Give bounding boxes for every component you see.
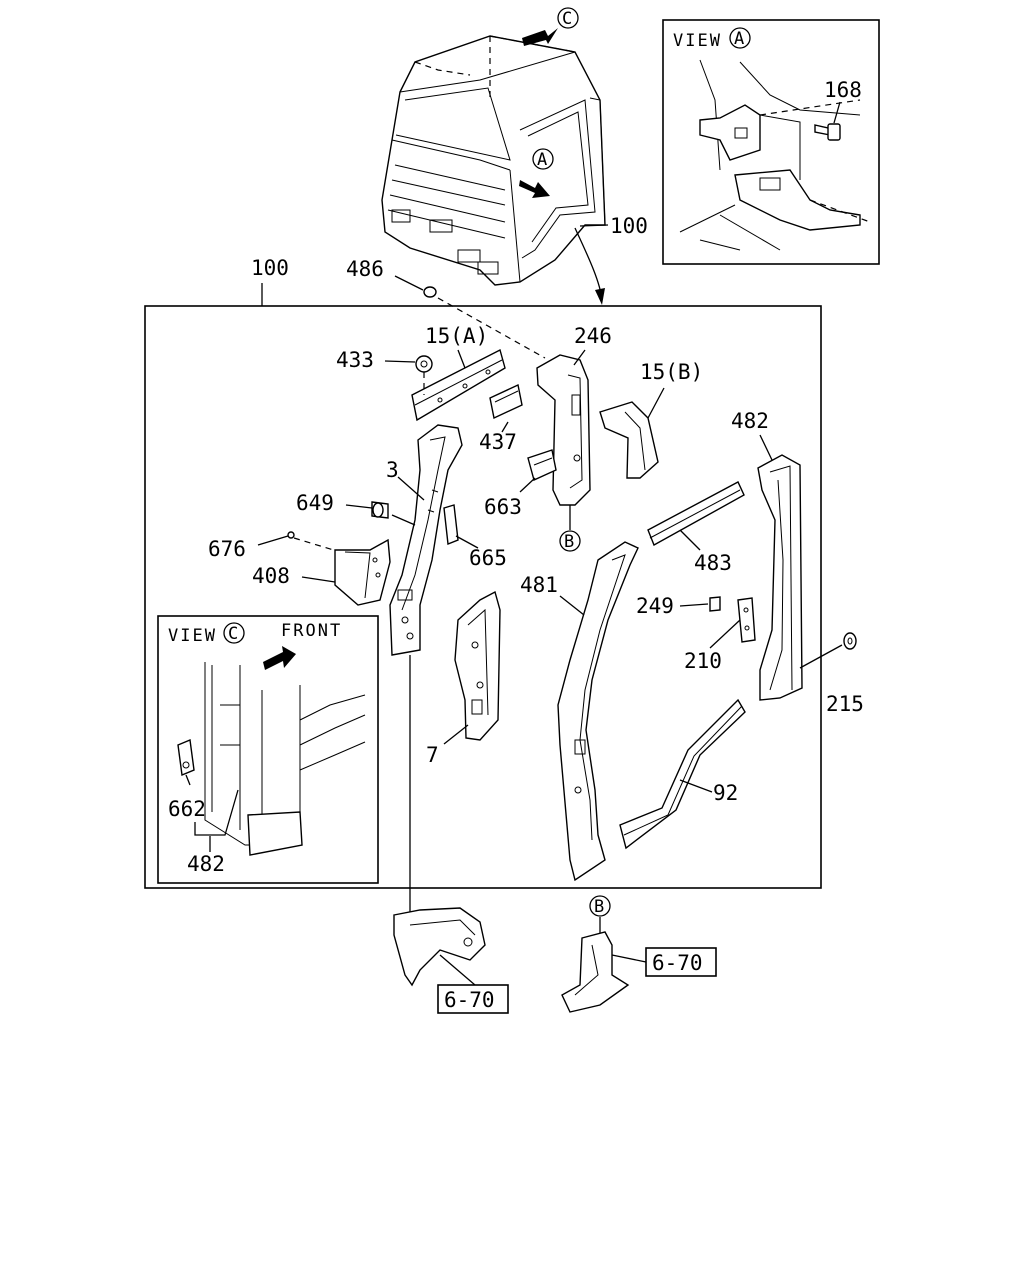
callout-92: 92 xyxy=(713,781,738,805)
view-a-marker: A xyxy=(734,29,746,49)
hinge-210 xyxy=(737,597,756,643)
callout-15b: 15(B) xyxy=(640,360,703,384)
strip-665 xyxy=(443,504,459,545)
callout-249: 249 xyxy=(636,594,674,618)
callout-168: 168 xyxy=(824,78,862,102)
view-a-panel: VIEW A 168 xyxy=(662,19,880,265)
callout-433: 433 xyxy=(336,348,374,372)
nut-433 xyxy=(415,355,433,373)
bracket-408 xyxy=(334,538,391,606)
callout-483: 483 xyxy=(694,551,732,575)
callout-3: 3 xyxy=(386,458,399,482)
pillar-3 xyxy=(389,424,463,656)
marker-c: C xyxy=(562,9,574,29)
callout-482-view: 482 xyxy=(187,852,225,876)
pillar-481 xyxy=(557,541,639,882)
callout-481: 481 xyxy=(520,573,558,597)
rail-15a xyxy=(411,348,506,422)
view-a-title: VIEW xyxy=(673,31,722,51)
grommet-215 xyxy=(843,632,857,650)
view-c-panel: VIEW C FRONT 662 482 xyxy=(157,615,379,884)
callout-100-cab: 100 xyxy=(610,214,648,238)
callout-215: 215 xyxy=(826,692,864,716)
callout-649: 649 xyxy=(296,491,334,515)
view-c-front-label: FRONT xyxy=(281,621,342,641)
pillar-482 xyxy=(757,454,803,701)
view-c-marker: C xyxy=(228,624,240,644)
callout-662: 662 xyxy=(168,797,206,821)
callout-408: 408 xyxy=(252,564,290,588)
floor-part-right xyxy=(561,931,630,1013)
marker-b: B xyxy=(564,532,576,552)
callout-210: 210 xyxy=(684,649,722,673)
grommet-486 xyxy=(423,286,437,298)
pillar-246 xyxy=(536,354,591,506)
callout-482: 482 xyxy=(731,409,769,433)
front-arrow-icon xyxy=(263,646,296,670)
callout-7: 7 xyxy=(426,743,439,767)
ref-box-1 xyxy=(437,984,509,1014)
callout-486: 486 xyxy=(346,257,384,281)
arrow-view-a: A xyxy=(519,148,554,198)
ref-box-2 xyxy=(645,947,717,977)
ref-6-70-right: 6-70 xyxy=(652,951,703,975)
floor-part-left xyxy=(393,907,486,987)
view-c-title: VIEW xyxy=(168,626,217,646)
bracket-437 xyxy=(489,383,523,420)
callout-663: 663 xyxy=(484,495,522,519)
callout-100-group: 100 xyxy=(251,256,289,280)
callout-665: 665 xyxy=(469,546,507,570)
callout-15a: 15(A) xyxy=(425,324,488,348)
callout-246: 246 xyxy=(574,324,612,348)
truck-cab xyxy=(381,35,606,305)
callout-676: 676 xyxy=(208,537,246,561)
assembly-group-box xyxy=(144,305,822,889)
arrow-view-c: C xyxy=(522,7,579,46)
ref-6-70-left: 6-70 xyxy=(444,988,495,1012)
marker-a: A xyxy=(537,150,549,170)
clip-663 xyxy=(527,449,557,481)
panel-7 xyxy=(454,590,501,741)
clip-676 xyxy=(287,531,295,539)
clip-249 xyxy=(709,596,721,612)
sill-92 xyxy=(619,698,746,850)
marker-b-bottom: B xyxy=(594,897,606,917)
bracket-15b xyxy=(599,401,659,479)
callout-437: 437 xyxy=(479,430,517,454)
